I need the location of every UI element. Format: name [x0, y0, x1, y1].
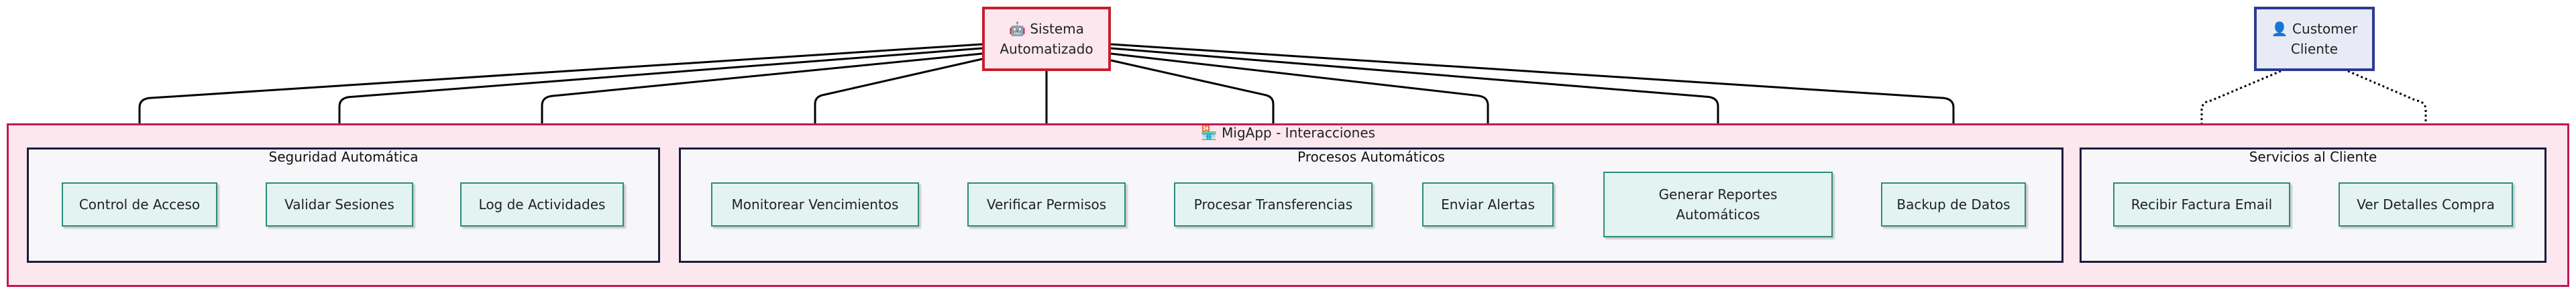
node-procesar-transferencias[interactable]: Procesar Transferencias: [1174, 182, 1373, 227]
group-security-title: Seguridad Automática: [268, 149, 419, 165]
node-ver-detalles-compra[interactable]: Ver Detalles Compra: [2339, 182, 2513, 227]
container-title-text: MigApp - Interacciones: [1222, 125, 1376, 141]
edge-system-to-security-1: [332, 47, 983, 183]
node-monitorear-vencimientos[interactable]: Monitorear Vencimientos: [711, 182, 919, 227]
edge-customer-to-customer_services-0: [2194, 70, 2282, 183]
actor-customer-label-wrap: 👤 Customer Cliente: [2271, 19, 2357, 59]
edge-system-to-processes-5: [1110, 43, 1961, 183]
edge-system-to-security-0: [132, 43, 983, 183]
actor-customer-label: Customer Cliente: [2290, 21, 2358, 57]
node-log-actividades[interactable]: Log de Actividades: [460, 182, 624, 227]
node-control-acceso[interactable]: Control de Acceso: [62, 182, 217, 227]
node-generar-reportes[interactable]: Generar Reportes Automáticos: [1603, 172, 1833, 237]
user-icon: 👤: [2271, 21, 2288, 37]
actor-customer-cliente[interactable]: 👤 Customer Cliente: [2254, 7, 2375, 71]
actor-sistema-label: Sistema Automatizado: [1000, 21, 1093, 57]
actor-sistema-automatizado[interactable]: 🤖 Sistema Automatizado: [982, 7, 1111, 71]
migapp-container-title: 🏪 MigApp - Interacciones: [0, 125, 2576, 141]
node-verificar-permisos[interactable]: Verificar Permisos: [967, 182, 1126, 227]
actor-sistema-label-wrap: 🤖 Sistema Automatizado: [1000, 19, 1093, 59]
edge-system-to-processes-4: [1110, 47, 1725, 172]
edge-system-to-processes-3: [1110, 52, 1495, 183]
node-backup-datos[interactable]: Backup de Datos: [1881, 182, 2026, 227]
edge-system-to-processes-2: [1110, 59, 1281, 183]
group-processes-title: Procesos Automáticos: [1297, 149, 1445, 165]
edge-system-to-security-2: [535, 52, 983, 183]
store-icon: 🏪: [1200, 125, 1218, 141]
group-customer-services-title: Servicios al Cliente: [2249, 149, 2377, 165]
node-enviar-alertas[interactable]: Enviar Alertas: [1422, 182, 1554, 227]
node-recibir-factura-email[interactable]: Recibir Factura Email: [2113, 182, 2290, 227]
robot-icon: 🤖: [1009, 21, 1026, 37]
edge-system-to-processes-0: [808, 58, 983, 183]
node-validar-sesiones[interactable]: Validar Sesiones: [266, 182, 413, 227]
